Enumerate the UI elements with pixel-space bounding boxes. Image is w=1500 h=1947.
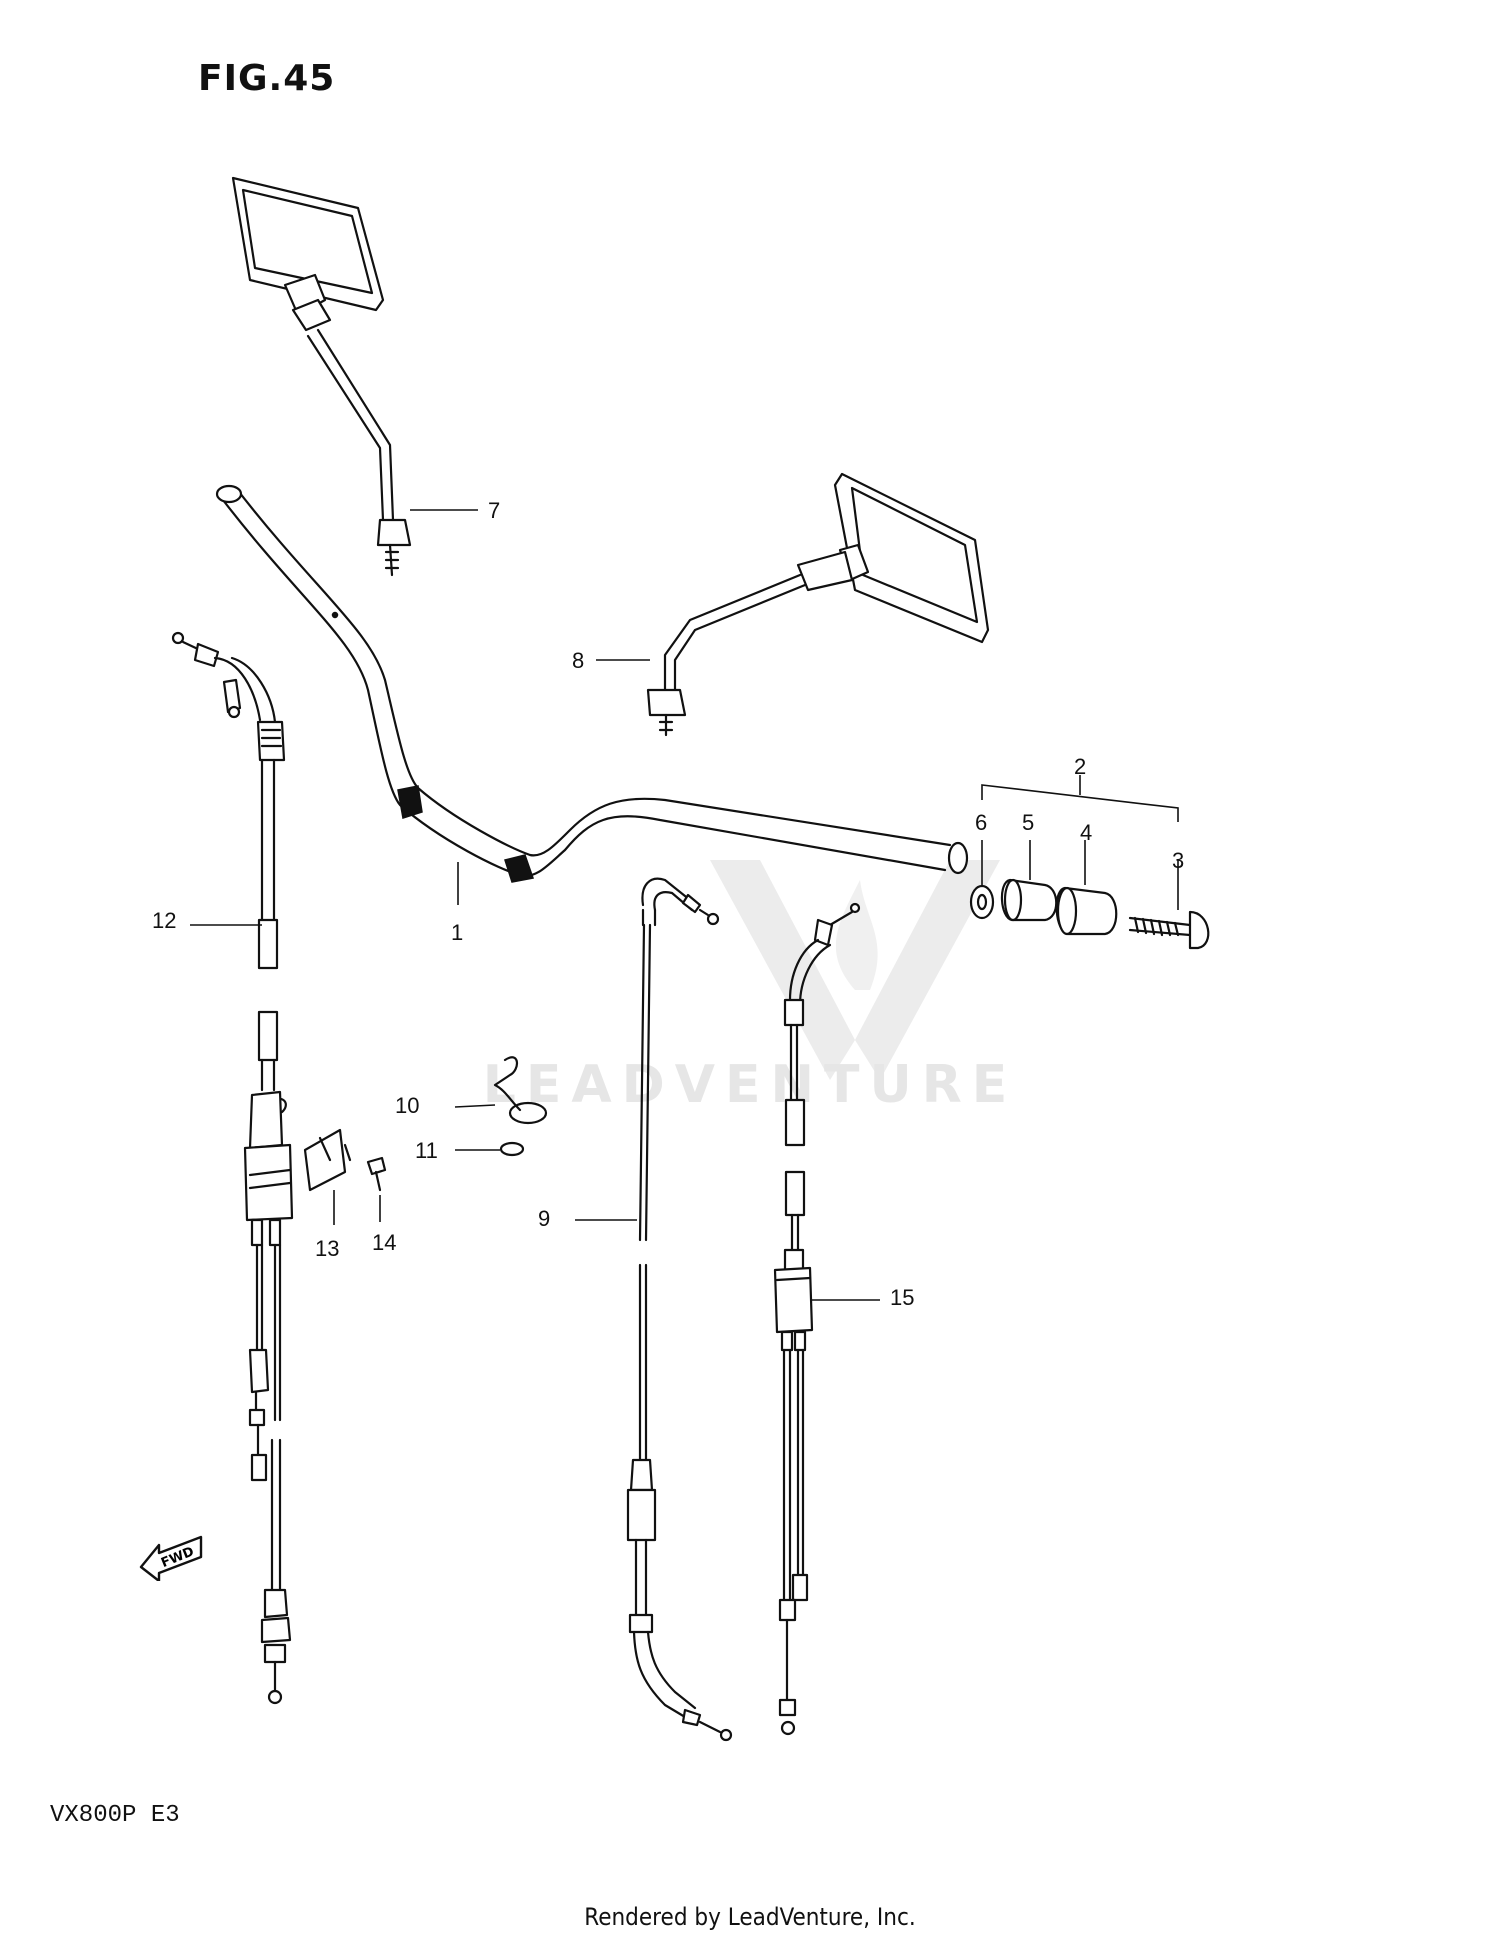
leader-lines: [190, 509, 1179, 1301]
callout-1: 1: [451, 920, 464, 945]
watermark-text: LEADVENTURE: [482, 1055, 1018, 1115]
mirror-right: [646, 472, 990, 737]
callout-10: 10: [395, 1093, 420, 1118]
model-code: VX800P E3: [50, 1802, 180, 1829]
footer-credit: Rendered by LeadVenture, Inc.: [584, 1903, 916, 1931]
callout-5: 5: [1022, 810, 1035, 835]
callout-13: 13: [315, 1236, 340, 1261]
throttle-cable: [171, 631, 294, 1705]
callout-6: 6: [975, 810, 988, 835]
callout-9: 9: [538, 1206, 551, 1231]
callout-7: 7: [488, 498, 501, 523]
bar-end-assembly: [969, 775, 1210, 950]
callout-11: 11: [415, 1138, 438, 1163]
callout-3: 3: [1172, 848, 1185, 873]
mirror-left: [231, 176, 412, 577]
callout-15: 15: [890, 1285, 915, 1310]
small-parts: [303, 1056, 548, 1192]
figure-title: FIG.45: [198, 58, 336, 99]
callout-4: 4: [1080, 820, 1093, 845]
clutch-cable: [626, 877, 733, 1742]
handlebar: [215, 484, 969, 883]
throttle-cable-right: [773, 902, 861, 1736]
watermark-logo: [710, 860, 1000, 1080]
callout-8: 8: [572, 648, 585, 673]
callout-2: 2: [1074, 754, 1087, 779]
callout-12: 12: [152, 908, 177, 933]
fwd-arrow-icon: FWD: [139, 1535, 203, 1581]
callout-14: 14: [372, 1230, 397, 1255]
